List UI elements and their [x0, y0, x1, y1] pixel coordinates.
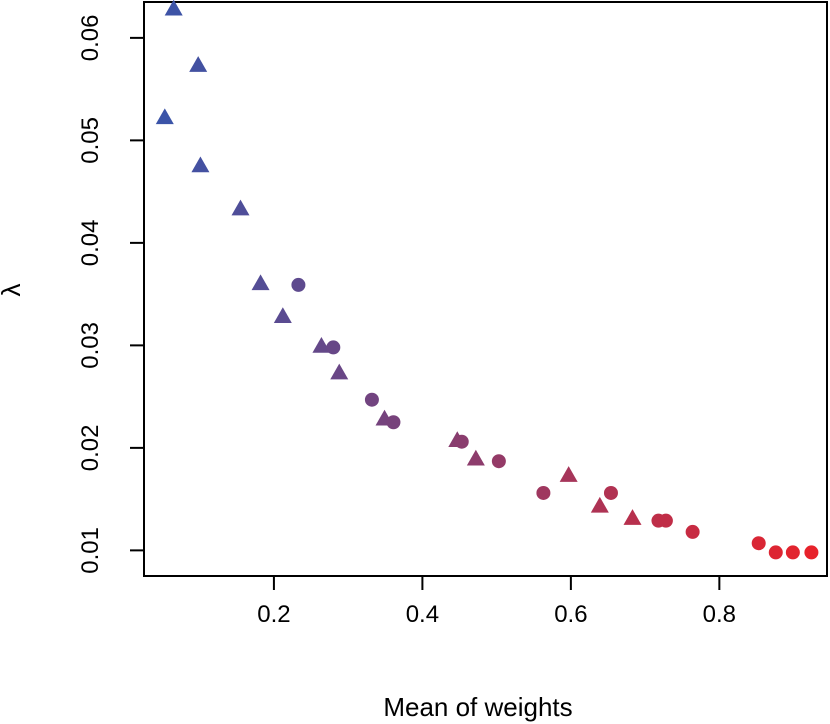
data-points: [155, 0, 819, 560]
triangle-point: [623, 509, 642, 525]
y-tick-label: 0.01: [77, 527, 104, 574]
circle-point: [326, 340, 341, 355]
triangle-point: [312, 336, 331, 353]
x-axis: 0.2 0.4 0.6 0.8: [257, 576, 736, 628]
y-tick-label: 0.03: [77, 322, 104, 369]
triangle-point: [466, 449, 485, 466]
circle-point: [291, 277, 306, 292]
triangle-point: [191, 156, 210, 173]
circle-point: [364, 392, 379, 407]
x-tick-label: 0.8: [703, 601, 736, 628]
triangle-point: [590, 496, 609, 513]
circle-point: [785, 545, 800, 560]
circle-point: [603, 485, 618, 500]
circle-point: [386, 415, 401, 430]
circle-point: [658, 513, 673, 528]
y-tick-label: 0.05: [77, 117, 104, 164]
triangle-point: [164, 0, 183, 16]
circle-point: [804, 545, 819, 560]
triangle-point: [155, 108, 174, 125]
x-tick-label: 0.6: [554, 601, 587, 628]
circle-point: [454, 434, 469, 449]
circle-point: [751, 536, 766, 551]
y-tick-label: 0.02: [77, 425, 104, 472]
triangle-point: [559, 466, 578, 482]
circle-point: [768, 545, 783, 560]
x-tick-label: 0.4: [406, 601, 439, 628]
circle-point: [685, 524, 700, 539]
triangle-point: [231, 199, 250, 216]
y-tick-label: 0.04: [77, 220, 104, 267]
triangle-point: [273, 307, 292, 323]
circle-point: [491, 454, 506, 469]
y-axis: 0.01 0.02 0.03 0.04 0.05 0.06: [77, 15, 144, 574]
triangle-point: [251, 274, 270, 291]
circle-point: [536, 485, 551, 500]
triangle-point: [330, 363, 349, 380]
x-axis-title: Mean of weights: [383, 692, 572, 722]
y-axis-title: λ: [0, 284, 26, 297]
y-tick-label: 0.06: [77, 15, 104, 62]
plot-frame: [143, 1, 828, 577]
triangle-point: [189, 56, 208, 72]
x-tick-label: 0.2: [257, 601, 290, 628]
